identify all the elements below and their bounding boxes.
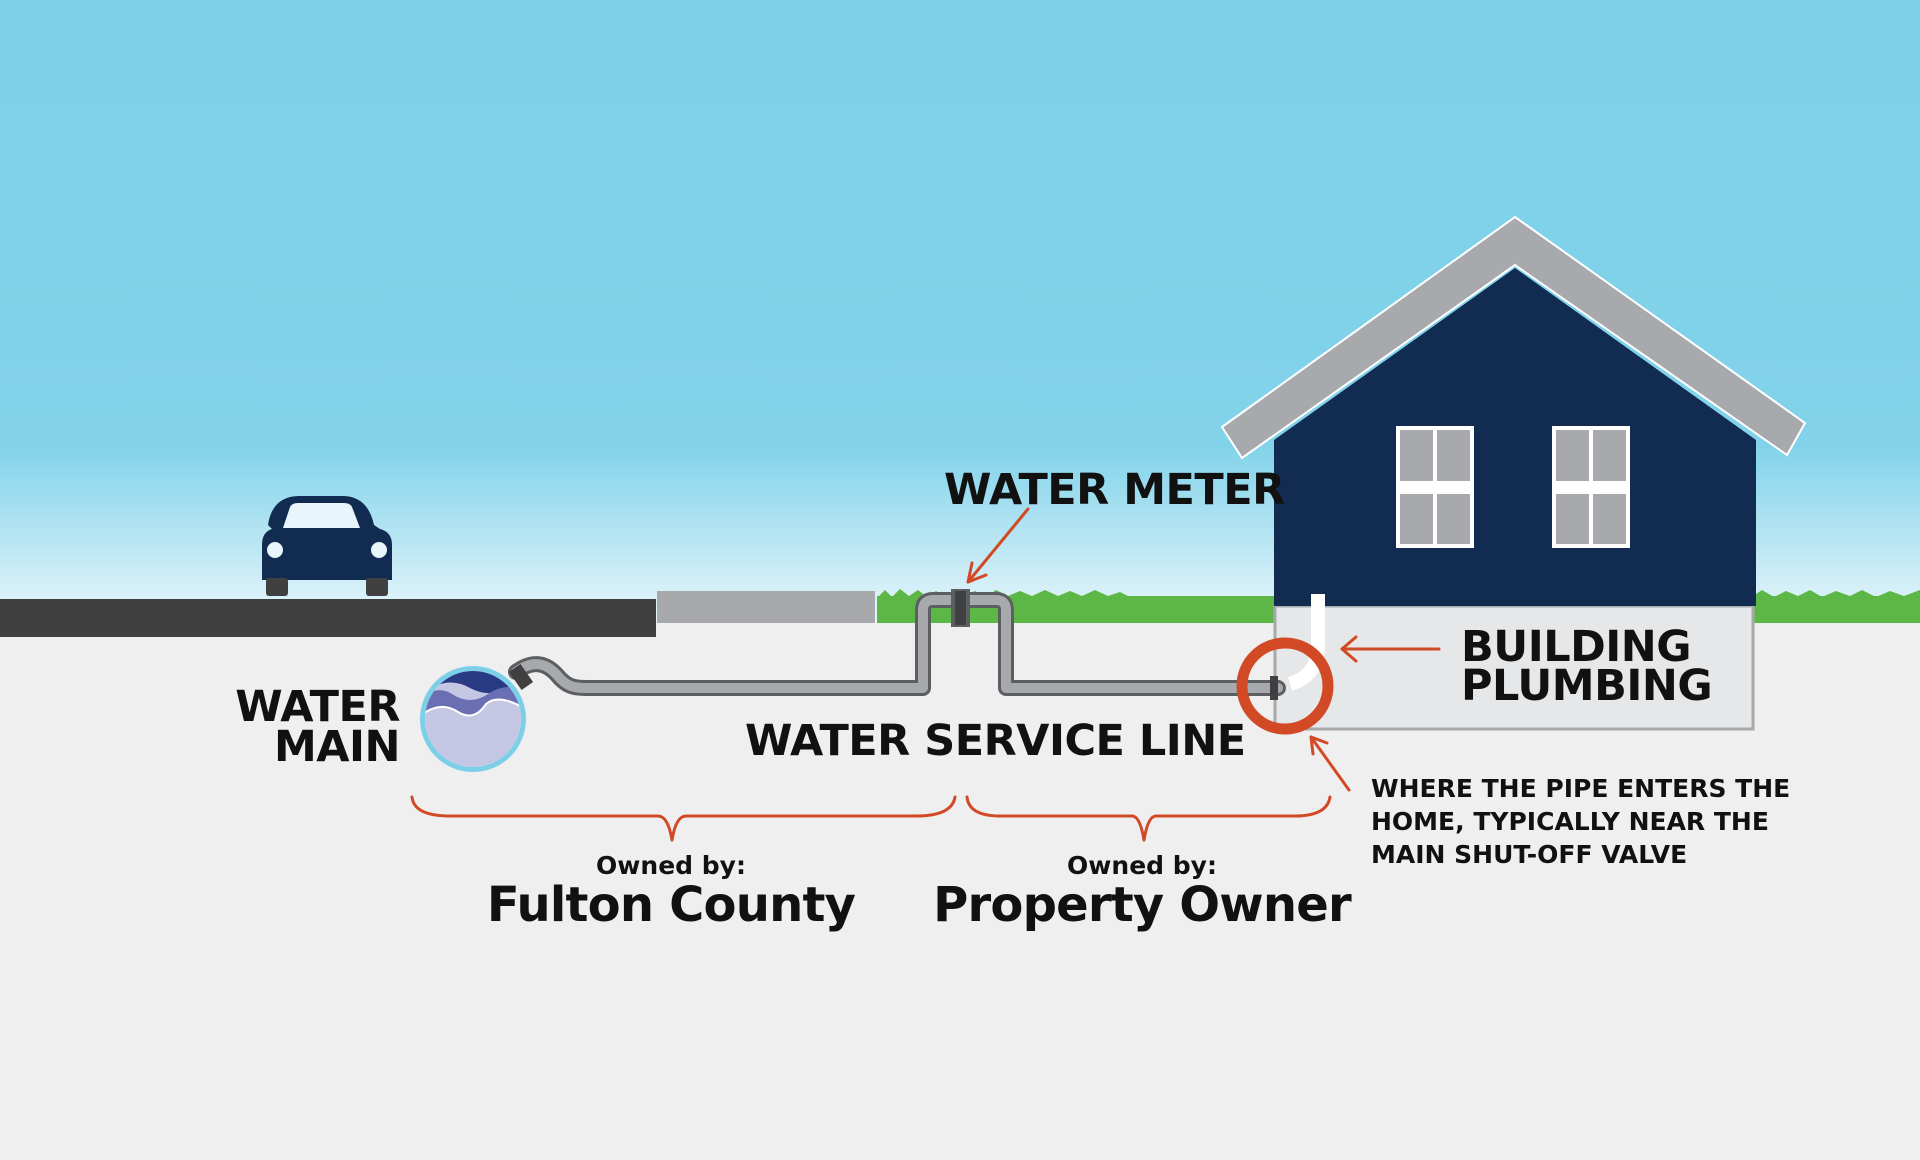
water-main-icon — [420, 663, 534, 772]
ownership-caption: Owned by: — [1067, 851, 1217, 880]
house-foundation — [1273, 604, 1755, 731]
sidewalk — [657, 591, 875, 623]
car-icon — [262, 496, 392, 596]
house-roof — [1220, 215, 1807, 460]
pipe-entry-highlight — [1236, 637, 1334, 735]
arrow-icon — [1309, 735, 1351, 792]
building-plumbing-label: PLUMBING — [1461, 661, 1713, 711]
pipe-entry-note: WHERE THE PIPE ENTERS THE — [1371, 774, 1791, 803]
window-icon — [1552, 426, 1630, 548]
water-main-label: MAIN — [273, 722, 401, 772]
water-service-line-label: WATER SERVICE LINE — [745, 716, 1246, 766]
road — [0, 599, 656, 637]
building-plumbing-pipe — [1287, 594, 1325, 691]
ownership-caption: Owned by: — [596, 851, 746, 880]
owner-ownership-brace — [965, 795, 1332, 842]
property-owner-name: Property Owner — [933, 877, 1352, 933]
water-main-label: WATER — [235, 682, 400, 732]
arrow-icon — [966, 507, 1030, 584]
water-service-pipe — [508, 592, 1286, 696]
water-meter-label: WATER METER — [944, 465, 1285, 515]
house — [1220, 215, 1807, 731]
house-body — [1274, 268, 1756, 606]
pipe-entry-note: MAIN SHUT-OFF VALVE — [1371, 840, 1688, 869]
pipe-coupling — [1270, 676, 1278, 700]
pipe-entry-note: HOME, TYPICALLY NEAR THE — [1371, 807, 1769, 836]
arrow-icon — [1340, 635, 1441, 663]
building-plumbing-label: BUILDING — [1461, 622, 1692, 672]
county-owner-name: Fulton County — [486, 877, 856, 933]
window-icon — [1396, 426, 1474, 548]
county-ownership-brace — [410, 795, 957, 842]
water-meter-icon — [951, 589, 970, 627]
